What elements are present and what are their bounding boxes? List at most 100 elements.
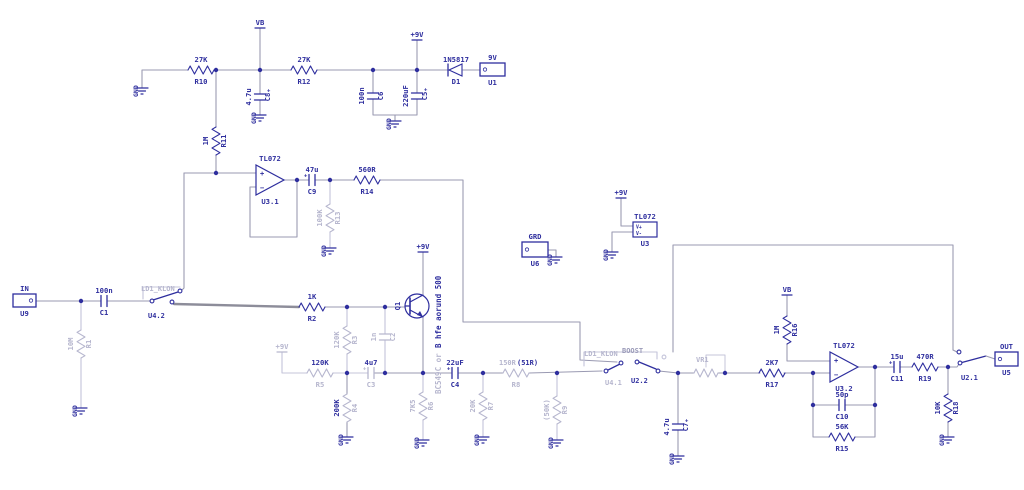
label: 220uF xyxy=(401,85,410,107)
label: 27K xyxy=(298,55,312,64)
wire xyxy=(854,366,876,438)
label: + xyxy=(304,173,308,179)
label: C9 xyxy=(308,187,317,196)
junction-dot xyxy=(945,364,951,370)
emitter-arrow xyxy=(417,311,423,317)
wire xyxy=(672,244,954,353)
junction-dot xyxy=(213,170,219,176)
label: C2 xyxy=(388,333,397,342)
label: 1M xyxy=(772,325,781,334)
label: VR1 xyxy=(696,356,709,364)
wire xyxy=(281,351,308,374)
gnd-GND: GND xyxy=(547,437,564,449)
wire xyxy=(372,98,418,116)
wire xyxy=(638,361,657,370)
label: 1K xyxy=(308,292,317,301)
label: GND xyxy=(337,434,345,446)
label: VB xyxy=(256,18,265,27)
label: 15u xyxy=(891,352,904,361)
junction-dot xyxy=(344,304,350,310)
label: + xyxy=(424,87,428,93)
label: + xyxy=(267,88,271,94)
junction-dot xyxy=(382,304,388,310)
terminal-box xyxy=(521,241,549,258)
label: R7 xyxy=(486,402,495,411)
label: + xyxy=(834,357,838,365)
junction-dot xyxy=(420,370,426,376)
label: U4.1 xyxy=(605,379,622,387)
label: C5 xyxy=(420,92,429,101)
junction-dot xyxy=(294,177,300,183)
label: GND xyxy=(71,405,79,417)
pwr-VB: VB xyxy=(254,18,266,29)
label: +9V xyxy=(276,342,290,351)
resistor-body xyxy=(828,432,856,442)
resistor-body xyxy=(306,368,334,378)
diode-triangle xyxy=(447,63,463,77)
pot-body xyxy=(693,368,719,378)
res_h-R2: 1K R2 xyxy=(298,292,326,323)
switch-contact xyxy=(957,360,963,366)
wire xyxy=(528,370,603,374)
resistor-body xyxy=(552,395,562,425)
label: R14 xyxy=(361,187,374,196)
res_h-R8: R8 xyxy=(502,368,530,389)
label: IN xyxy=(20,284,29,293)
label: R12 xyxy=(298,77,311,86)
resistor-body xyxy=(342,325,352,355)
switch-contact xyxy=(603,368,609,374)
label: 27K xyxy=(195,55,209,64)
label: R1 xyxy=(84,340,93,349)
resistor-body xyxy=(325,203,335,233)
junction-dot xyxy=(257,67,263,73)
wire xyxy=(172,302,301,309)
junction-dot xyxy=(722,370,728,376)
label: 4.7u xyxy=(662,418,671,435)
gnd-GND: GND xyxy=(71,405,88,417)
junction-dot xyxy=(872,364,878,370)
label: GRD xyxy=(529,232,542,241)
label: R2 xyxy=(308,314,317,323)
pot-wiper xyxy=(705,354,726,373)
label: 100n xyxy=(357,87,366,104)
power-box xyxy=(632,221,658,238)
wire xyxy=(937,363,960,368)
label: D1 xyxy=(452,77,461,86)
label: 470R xyxy=(916,352,934,361)
label: 100n xyxy=(95,286,112,295)
label: 20K xyxy=(468,399,477,413)
wire xyxy=(141,69,189,89)
label: GND xyxy=(668,453,676,465)
resistor-body xyxy=(290,65,318,75)
label: R6 xyxy=(426,402,435,411)
label: C3 xyxy=(367,380,376,389)
switch-contact xyxy=(634,359,640,365)
label: GND xyxy=(473,434,481,446)
label: + xyxy=(260,170,264,178)
resistor-body xyxy=(211,126,221,156)
label: + xyxy=(363,366,367,372)
wire xyxy=(180,172,185,292)
opamp-triangle xyxy=(829,350,860,384)
label: 9V xyxy=(488,53,497,62)
terminal-pin xyxy=(28,298,34,303)
terminal-box xyxy=(479,62,506,77)
label: R9 xyxy=(560,406,569,415)
gnd-GND: GND xyxy=(546,254,563,266)
label: C4 xyxy=(451,380,460,389)
label: GND xyxy=(938,434,946,446)
terminal-box xyxy=(994,351,1019,367)
